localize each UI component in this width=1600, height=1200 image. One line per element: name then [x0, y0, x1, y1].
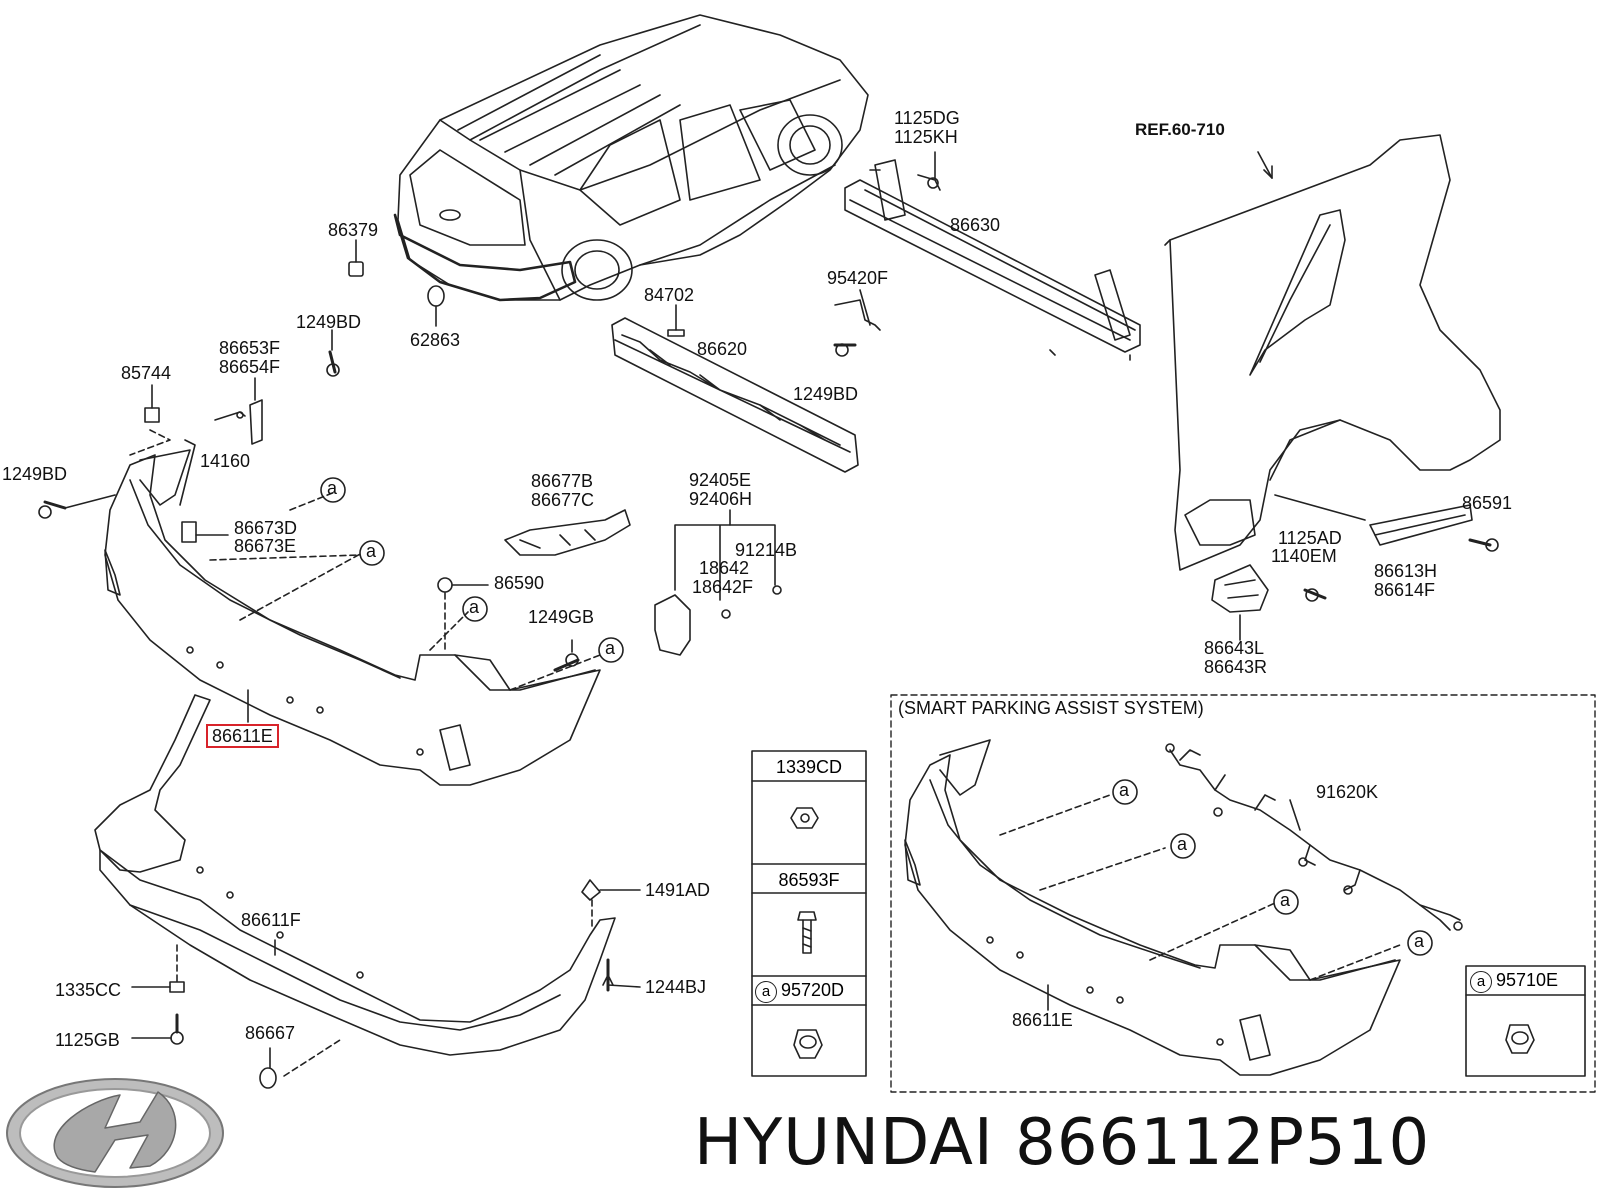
part-label: 86677C	[531, 490, 595, 510]
bolt-1125dg-shape	[917, 174, 941, 191]
inset-title: (SMART PARKING ASSIST SYSTEM)	[898, 698, 1204, 718]
callout-letter: a	[1119, 780, 1130, 800]
ref-arrow	[1257, 151, 1273, 179]
quarter-panel	[1164, 134, 1501, 571]
nut-86590-shape	[437, 577, 453, 593]
nut-1335cc-shape	[169, 981, 185, 993]
bracket-86613h-shape	[1369, 504, 1473, 546]
lower-garnish-86611f	[94, 694, 616, 1056]
sensor-part-text: 95710E	[1496, 970, 1559, 990]
bracket-86643l-shape	[1211, 564, 1269, 613]
part-label: 1249BD	[2, 464, 68, 484]
highlighted-part-label: 86611E	[206, 724, 279, 748]
part-label: 86590	[494, 573, 545, 593]
part-label: 86677B	[531, 471, 594, 491]
part-label: 1249BD	[296, 312, 362, 332]
part-label: 14160	[200, 451, 251, 471]
callout-letter: a	[1177, 834, 1188, 854]
part-label: 86611E	[1012, 1010, 1073, 1030]
part-label: 86591	[1462, 493, 1513, 513]
clip-1491ad-shape	[581, 879, 601, 901]
part-label: 1125AD	[1278, 528, 1342, 548]
hyundai-logo	[6, 1078, 224, 1188]
clip-86673d-shape	[181, 521, 197, 543]
part-label: 1125KH	[894, 127, 958, 147]
part-label: 1244BJ	[645, 977, 707, 997]
sensor-holder-92405e-shape	[654, 594, 691, 656]
part-label: 86653F	[219, 338, 281, 358]
part-label: 1140EM	[1271, 546, 1337, 566]
part-label: 62863	[410, 330, 461, 350]
part-label: 18642F	[692, 577, 754, 597]
part-label: 86673D	[234, 518, 298, 538]
part-label: 86613H	[1374, 561, 1438, 581]
bracket-86677b-shape	[504, 509, 631, 556]
cap-86667-shape	[259, 1067, 277, 1089]
callout-letter: a	[327, 478, 338, 498]
part-label: 1249BD	[793, 384, 859, 404]
part-label: 92405E	[689, 470, 752, 490]
part-label: 1491AD	[645, 880, 711, 900]
part-label: 86643R	[1204, 657, 1268, 677]
part-label: 92406H	[689, 489, 753, 509]
callout-markers	[320, 477, 1433, 956]
part-label: 95420F	[827, 268, 889, 288]
part-label: 86620	[697, 339, 748, 359]
part-label: 1125GB	[55, 1030, 120, 1050]
callout-letter: a	[469, 597, 480, 617]
bolt-1125gb-shape	[170, 1031, 184, 1045]
part-label: 18642	[699, 558, 750, 578]
part-label: 86379	[328, 220, 379, 240]
callout-letter: a	[605, 638, 616, 658]
table-cell-label: 1339CD	[775, 757, 843, 777]
callout-letter: a	[1470, 971, 1492, 993]
callout-letter: a	[1414, 931, 1425, 951]
bolt-1249bd-top	[328, 350, 337, 374]
bolt-1249gb-shape	[553, 658, 580, 672]
part-label: 86673E	[234, 536, 297, 556]
callout-letter: a	[755, 981, 777, 1003]
clip-86379-shape	[348, 261, 364, 277]
table-cell-label: 86593F	[778, 870, 840, 890]
part-label: 84702	[644, 285, 695, 305]
part-label: 86654F	[219, 357, 281, 377]
wire-95420f-shape	[834, 299, 881, 331]
part-label: 1249GB	[528, 607, 595, 627]
part-label: 85744	[121, 363, 172, 383]
vehicle-illustration	[393, 14, 869, 302]
reference-label: REF.60-710	[1135, 120, 1225, 139]
table-cell-text: 95720D	[781, 980, 845, 1000]
part-label: 91214B	[735, 540, 798, 560]
cap-62863-shape	[427, 285, 445, 307]
part-label: 1335CC	[55, 980, 122, 1000]
bracket-86653f-shape	[249, 399, 263, 445]
clip-85744-shape	[144, 407, 160, 423]
part-label: 86667	[245, 1023, 296, 1043]
part-label: 86643L	[1204, 638, 1265, 658]
part-label: 1125DG	[894, 108, 960, 128]
part-label: 86630	[950, 215, 1001, 235]
energy-absorber-86620	[611, 317, 859, 473]
inset-smart-parking	[890, 694, 1596, 1093]
bolt-1249bd-left	[43, 500, 67, 510]
callout-letter: a	[366, 541, 377, 561]
part-label: 86614F	[1374, 580, 1436, 600]
callout-letter: a	[1280, 890, 1291, 910]
clip-84702-shape	[667, 329, 685, 337]
fastener-table	[751, 750, 867, 1077]
back-beam-86630	[844, 159, 1141, 361]
part-label: 91620K	[1316, 782, 1379, 802]
bumper-cover-86611e	[104, 439, 601, 786]
brand-part-number: HYUNDAI 866112P510	[694, 1106, 1431, 1180]
part-label: 86611F	[241, 910, 301, 930]
